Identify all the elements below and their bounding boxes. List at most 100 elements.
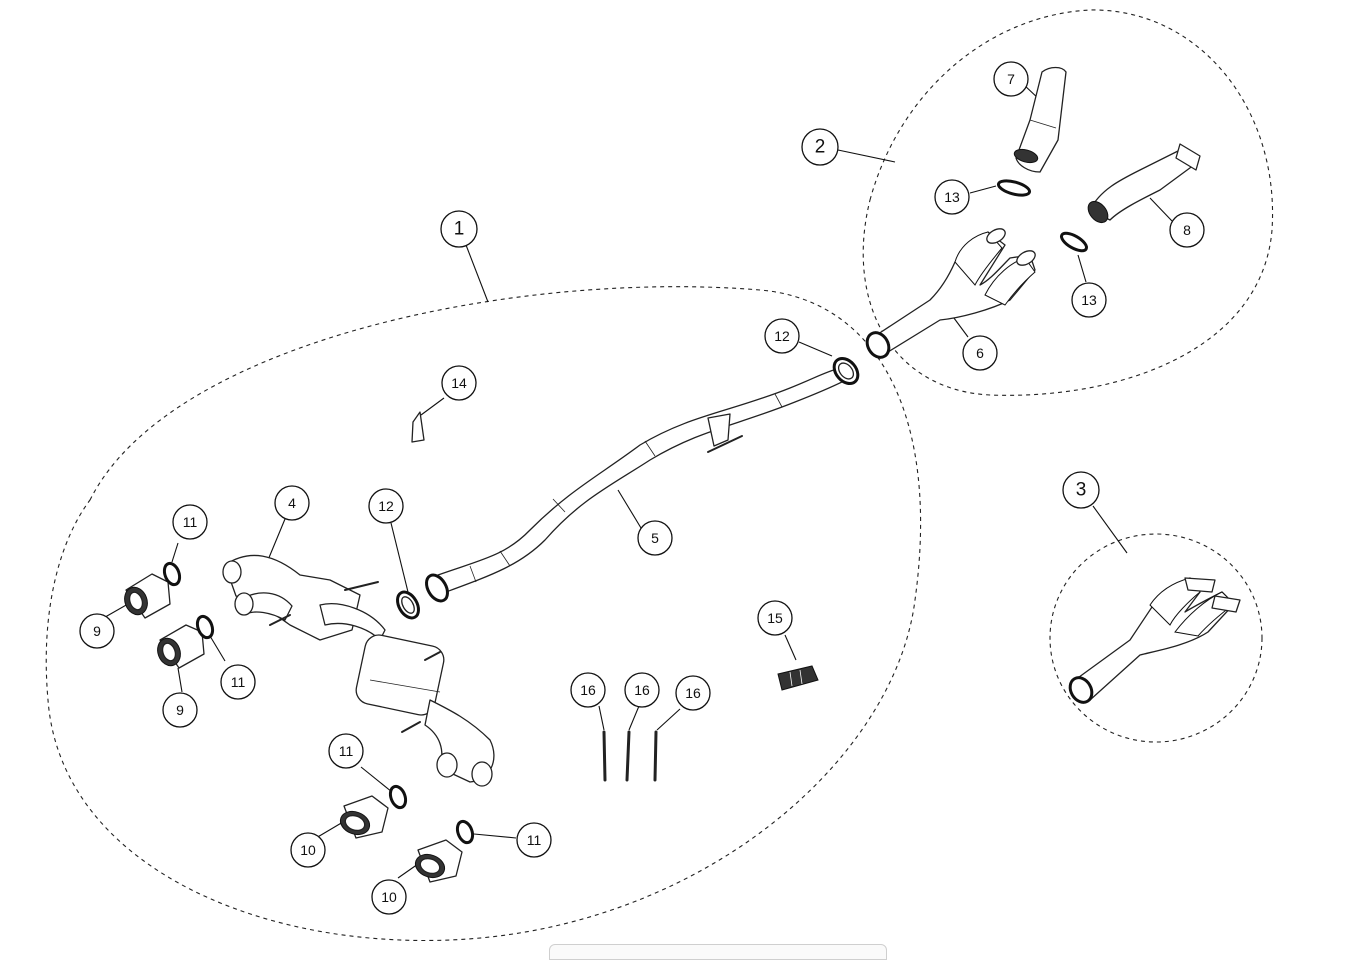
- callout-number: 12: [774, 328, 790, 344]
- callout-part-16c[interactable]: 16: [675, 675, 711, 711]
- downpipe-part-8: [1087, 143, 1201, 224]
- callout-number: 7: [1007, 71, 1015, 87]
- callout-number: 9: [176, 702, 184, 718]
- callout-part-10a[interactable]: 10: [290, 832, 326, 868]
- callout-number: 14: [451, 375, 467, 391]
- callout-number: 1: [454, 219, 465, 240]
- sensor-plug-part-14: [411, 411, 425, 443]
- y-pipe-part-3: [1068, 577, 1241, 704]
- callout-number: 12: [378, 498, 394, 514]
- mid-pipe-part-5: [425, 367, 847, 603]
- callout-part-16a[interactable]: 16: [570, 672, 606, 708]
- callout-circle: [993, 61, 1029, 97]
- callout-part-12a[interactable]: 12: [368, 488, 404, 524]
- callout-number: 2: [815, 137, 826, 158]
- callout-circle: [637, 520, 673, 556]
- callout-circle: [274, 485, 310, 521]
- callout-part-5[interactable]: 5: [637, 520, 673, 556]
- callout-part-2[interactable]: 2: [801, 128, 839, 166]
- callout-circle: [1169, 212, 1205, 248]
- callout-part-9b[interactable]: 9: [162, 692, 198, 728]
- callout-circle: [79, 613, 115, 649]
- callout-part-12b[interactable]: 12: [764, 318, 800, 354]
- bottom-panel-tab[interactable]: [549, 944, 887, 960]
- callout-number: 16: [634, 682, 650, 698]
- callout-circle: [371, 879, 407, 915]
- callout-circle: [934, 179, 970, 215]
- callout-number: 6: [976, 345, 984, 361]
- clamp-part-11-c: [388, 784, 408, 810]
- group-2-outline: [862, 9, 1274, 396]
- callout-part-10b[interactable]: 10: [371, 879, 407, 915]
- callout-circle: [624, 672, 660, 708]
- callout-part-11d[interactable]: 11: [516, 822, 552, 858]
- clamp-part-13-upper: [996, 179, 1032, 197]
- clamp-part-12-right: [832, 356, 860, 386]
- connector-part-15: [777, 665, 819, 691]
- callout-circle: [368, 488, 404, 524]
- callout-number: 13: [944, 189, 960, 205]
- callout-part-11c[interactable]: 11: [328, 733, 364, 769]
- callout-circle: [328, 733, 364, 769]
- callout-part-9a[interactable]: 9: [79, 613, 115, 649]
- callout-number: 5: [651, 530, 659, 546]
- rear-muffler-part-4: [222, 554, 495, 787]
- tailpipe-tip-part-9-lower: [157, 624, 205, 669]
- group-1-outline: [45, 286, 922, 942]
- callout-number: 10: [381, 889, 397, 905]
- callout-number: 11: [183, 514, 198, 530]
- callout-part-7[interactable]: 7: [993, 61, 1029, 97]
- callout-number: 8: [1183, 222, 1191, 238]
- callout-number: 11: [339, 743, 354, 759]
- cable-part-16-set: [602, 730, 658, 782]
- callout-part-11b[interactable]: 11: [220, 664, 256, 700]
- callout-part-8[interactable]: 8: [1169, 212, 1205, 248]
- callout-circle: [441, 365, 477, 401]
- callout-number: 16: [685, 685, 701, 701]
- callout-part-3[interactable]: 3: [1062, 471, 1100, 509]
- callout-number: 15: [767, 610, 783, 626]
- callout-number: 4: [288, 495, 296, 511]
- clamp-part-11-d: [455, 819, 475, 845]
- y-pipe-part-6: [865, 228, 1036, 359]
- downpipe-part-7: [1013, 66, 1067, 173]
- callout-number: 10: [300, 842, 316, 858]
- callout-part-13b[interactable]: 13: [1071, 282, 1107, 318]
- callout-part-15[interactable]: 15: [757, 600, 793, 636]
- callout-part-13a[interactable]: 13: [934, 179, 970, 215]
- leader-lines: [99, 83, 1173, 879]
- callout-part-11a[interactable]: 11: [172, 504, 208, 540]
- callout-circle: [962, 335, 998, 371]
- callout-circle: [1071, 282, 1107, 318]
- callout-part-14[interactable]: 14: [441, 365, 477, 401]
- clamp-part-12-left: [396, 590, 420, 620]
- callout-circle: [440, 210, 478, 248]
- group-3-outline: [1049, 533, 1263, 743]
- clamp-part-11-b: [195, 614, 215, 640]
- callout-number: 3: [1076, 480, 1087, 501]
- callout-number: 13: [1081, 292, 1097, 308]
- callout-part-4[interactable]: 4: [274, 485, 310, 521]
- callout-part-1[interactable]: 1: [440, 210, 478, 248]
- callout-circle: [1062, 471, 1100, 509]
- callout-circle: [172, 504, 208, 540]
- callout-circle: [570, 672, 606, 708]
- callout-part-16b[interactable]: 16: [624, 672, 660, 708]
- callout-circle: [162, 692, 198, 728]
- callout-number: 16: [580, 682, 596, 698]
- tailpipe-tip-part-9-upper: [124, 573, 171, 619]
- callout-number: 11: [527, 832, 542, 848]
- tailpipe-tip-part-10-upper: [339, 795, 389, 839]
- callout-number: 11: [231, 674, 246, 690]
- callout-circle: [757, 600, 793, 636]
- callout-circle: [220, 664, 256, 700]
- tailpipe-tip-part-10-lower: [414, 839, 463, 883]
- clamp-part-13-lower: [1060, 231, 1088, 253]
- callout-part-6[interactable]: 6: [962, 335, 998, 371]
- clamp-part-11-a: [162, 561, 182, 587]
- callout-circle: [764, 318, 800, 354]
- callout-circle: [675, 675, 711, 711]
- callout-circle: [516, 822, 552, 858]
